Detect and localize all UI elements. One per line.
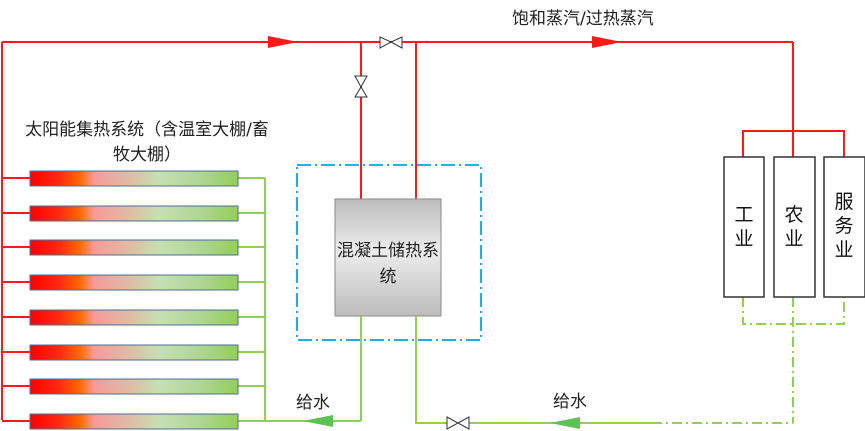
feedwater-label-right: 给水	[553, 392, 587, 412]
feedwater-flow-arrow-right	[550, 417, 580, 429]
collector-tube[interactable]	[29, 344, 239, 361]
collector-tube[interactable]	[29, 205, 239, 222]
feedwater-label-left: 给水	[296, 393, 330, 413]
consumer-box-industry[interactable]	[723, 156, 765, 298]
consumer-branch-pipe	[742, 130, 845, 157]
water-pipes	[238, 178, 652, 424]
valve-icon[interactable]	[354, 75, 368, 98]
collector-tube[interactable]	[29, 309, 239, 326]
consumer-label-agriculture: 农业	[784, 204, 804, 250]
feedwater-flow-arrow-left	[303, 415, 333, 427]
storage-label: 混凝土储热系统	[337, 241, 439, 287]
consumer-return-pipes	[652, 297, 845, 424]
concrete-storage-tank[interactable]	[334, 198, 442, 317]
steam-flow-arrow-left	[268, 36, 298, 48]
valve-icon[interactable]	[446, 416, 470, 430]
collector-tube[interactable]	[29, 274, 239, 291]
consumer-label-service: 服务业	[834, 191, 854, 261]
storage-boundary	[296, 164, 482, 341]
steam-label: 饱和蒸汽/过热蒸汽	[512, 9, 654, 29]
collector-returns	[238, 177, 265, 422]
solar-system-title: 太阳能集热系统（含温室大棚/畜牧大棚）	[25, 120, 269, 165]
collector-tube[interactable]	[29, 239, 239, 256]
solar-branches	[2, 177, 30, 422]
storage-water-return	[415, 316, 450, 424]
collector-tube[interactable]	[29, 170, 239, 187]
consumer-label-industry: 工业	[734, 204, 754, 250]
steam-flow-arrow-right	[592, 36, 622, 48]
collector-tube[interactable]	[29, 413, 239, 430]
collector-tubes	[29, 170, 239, 430]
collector-tube[interactable]	[29, 378, 239, 395]
consumer-box-service[interactable]	[823, 156, 865, 298]
valve-icon[interactable]	[379, 36, 403, 49]
consumer-box-agriculture[interactable]	[773, 156, 816, 298]
